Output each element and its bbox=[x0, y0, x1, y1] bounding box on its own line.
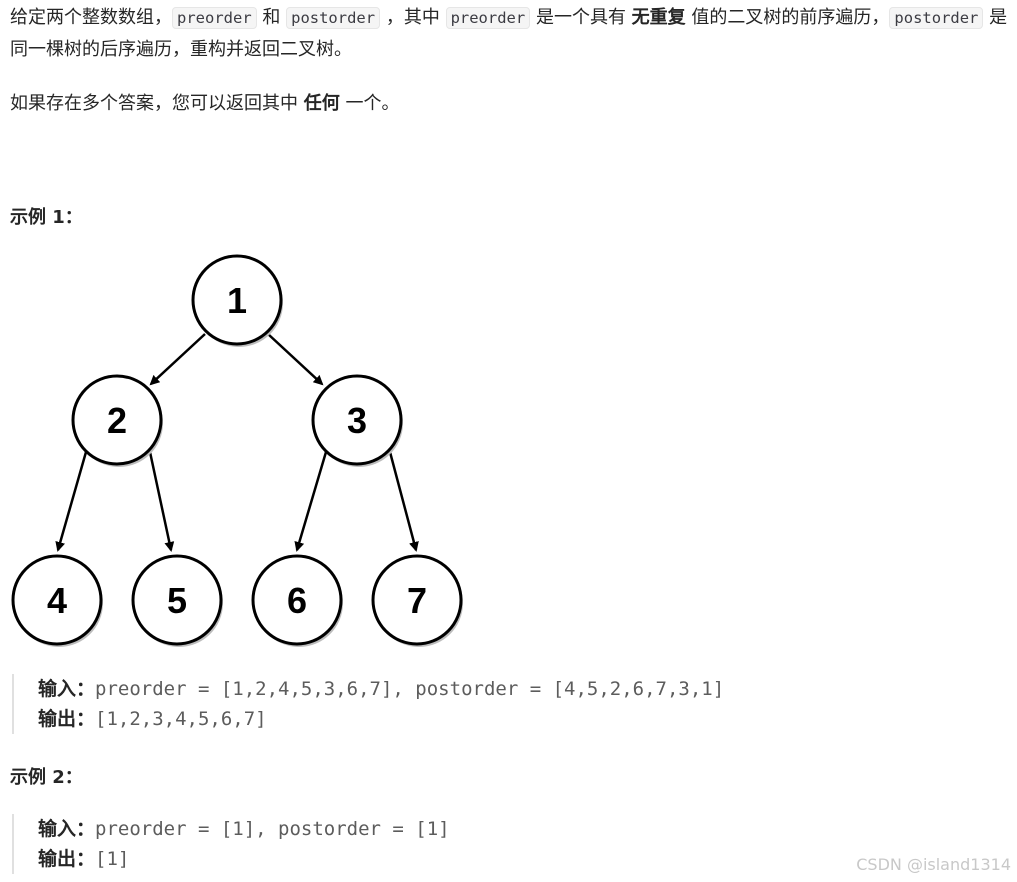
example-1-io: 输入：preorder = [1,2,4,5,3,6,7], postorder… bbox=[12, 674, 724, 734]
edge-2-4 bbox=[55, 451, 88, 552]
input-value: preorder = [1,2,4,5,3,6,7], postorder = … bbox=[95, 678, 725, 700]
tree-node-2 bbox=[71, 374, 163, 466]
output-value: [1,2,3,4,5,6,7] bbox=[95, 708, 267, 730]
edge-3-6 bbox=[294, 451, 328, 552]
tree-node-7 bbox=[371, 554, 463, 646]
example-1-title: 示例 1： bbox=[10, 207, 83, 228]
input-value: preorder = [1], postorder = [1] bbox=[95, 818, 450, 840]
example-2-io: 输入：preorder = [1], postorder = [1] 输出：[1… bbox=[12, 814, 450, 874]
edge-1-2 bbox=[149, 333, 206, 386]
tree-node-5 bbox=[131, 554, 223, 646]
tree-node-6 bbox=[251, 554, 343, 646]
code-postorder: postorder bbox=[889, 7, 984, 29]
edge-2-5 bbox=[148, 451, 175, 552]
tree-node-3 bbox=[311, 374, 403, 466]
tree-node-1 bbox=[191, 254, 283, 346]
code-preorder: preorder bbox=[445, 7, 531, 29]
tree-node-4 bbox=[11, 554, 103, 646]
statement-text: 是同一棵树的后序遍历，重构并返回二叉树。 bbox=[10, 7, 1008, 60]
statement-text: 给定两个整数数组， bbox=[10, 7, 172, 28]
code-preorder: preorder bbox=[172, 7, 257, 29]
example-2-output-line: 输出：[1] bbox=[38, 844, 450, 874]
example-2-input-line: 输入：preorder = [1], postorder = [1] bbox=[38, 814, 450, 844]
tree-node-label-6: 6 bbox=[287, 580, 307, 621]
statement-text: ，其中 bbox=[380, 7, 446, 28]
input-label: 输入： bbox=[38, 818, 96, 840]
tree-node-label-2: 2 bbox=[107, 400, 127, 441]
edge-1-3 bbox=[267, 333, 324, 386]
example-1-input-line: 输入：preorder = [1,2,4,5,3,6,7], postorder… bbox=[38, 674, 724, 704]
problem-statement: 给定两个整数数组，preorder 和 postorder ，其中 preord… bbox=[10, 2, 1009, 66]
emphasis-any: 任何 bbox=[303, 93, 340, 114]
multiple-answers-note: 如果存在多个答案，您可以返回其中 任何 一个。 bbox=[10, 88, 1009, 120]
watermark: CSDN @island1314 bbox=[856, 855, 1011, 874]
note-text: 如果存在多个答案，您可以返回其中 bbox=[10, 93, 304, 114]
statement-text: 和 bbox=[256, 7, 287, 28]
note-text: 一个。 bbox=[339, 93, 400, 114]
code-postorder: postorder bbox=[286, 7, 381, 29]
tree-node-label-5: 5 bbox=[167, 580, 187, 621]
tree-node-label-4: 4 bbox=[47, 580, 67, 621]
statement-text: 值的二叉树的前序遍历， bbox=[685, 7, 890, 28]
example-1-output-line: 输出：[1,2,3,4,5,6,7] bbox=[38, 704, 724, 734]
statement-text: 是一个具有 bbox=[530, 7, 632, 28]
tree-node-label-1: 1 bbox=[227, 280, 247, 321]
tree-node-label-7: 7 bbox=[407, 580, 427, 621]
tree-node-label-3: 3 bbox=[347, 400, 367, 441]
output-label: 输出： bbox=[38, 708, 96, 730]
example-2-title: 示例 2： bbox=[10, 767, 83, 788]
emphasis-no-duplicates: 无重复 bbox=[631, 7, 686, 28]
binary-tree-diagram: 1 2 3 4 5 6 7 bbox=[11, 254, 463, 647]
input-label: 输入： bbox=[38, 678, 96, 700]
output-value: [1] bbox=[95, 848, 130, 870]
output-label: 输出： bbox=[38, 848, 96, 870]
edge-3-7 bbox=[388, 451, 419, 552]
